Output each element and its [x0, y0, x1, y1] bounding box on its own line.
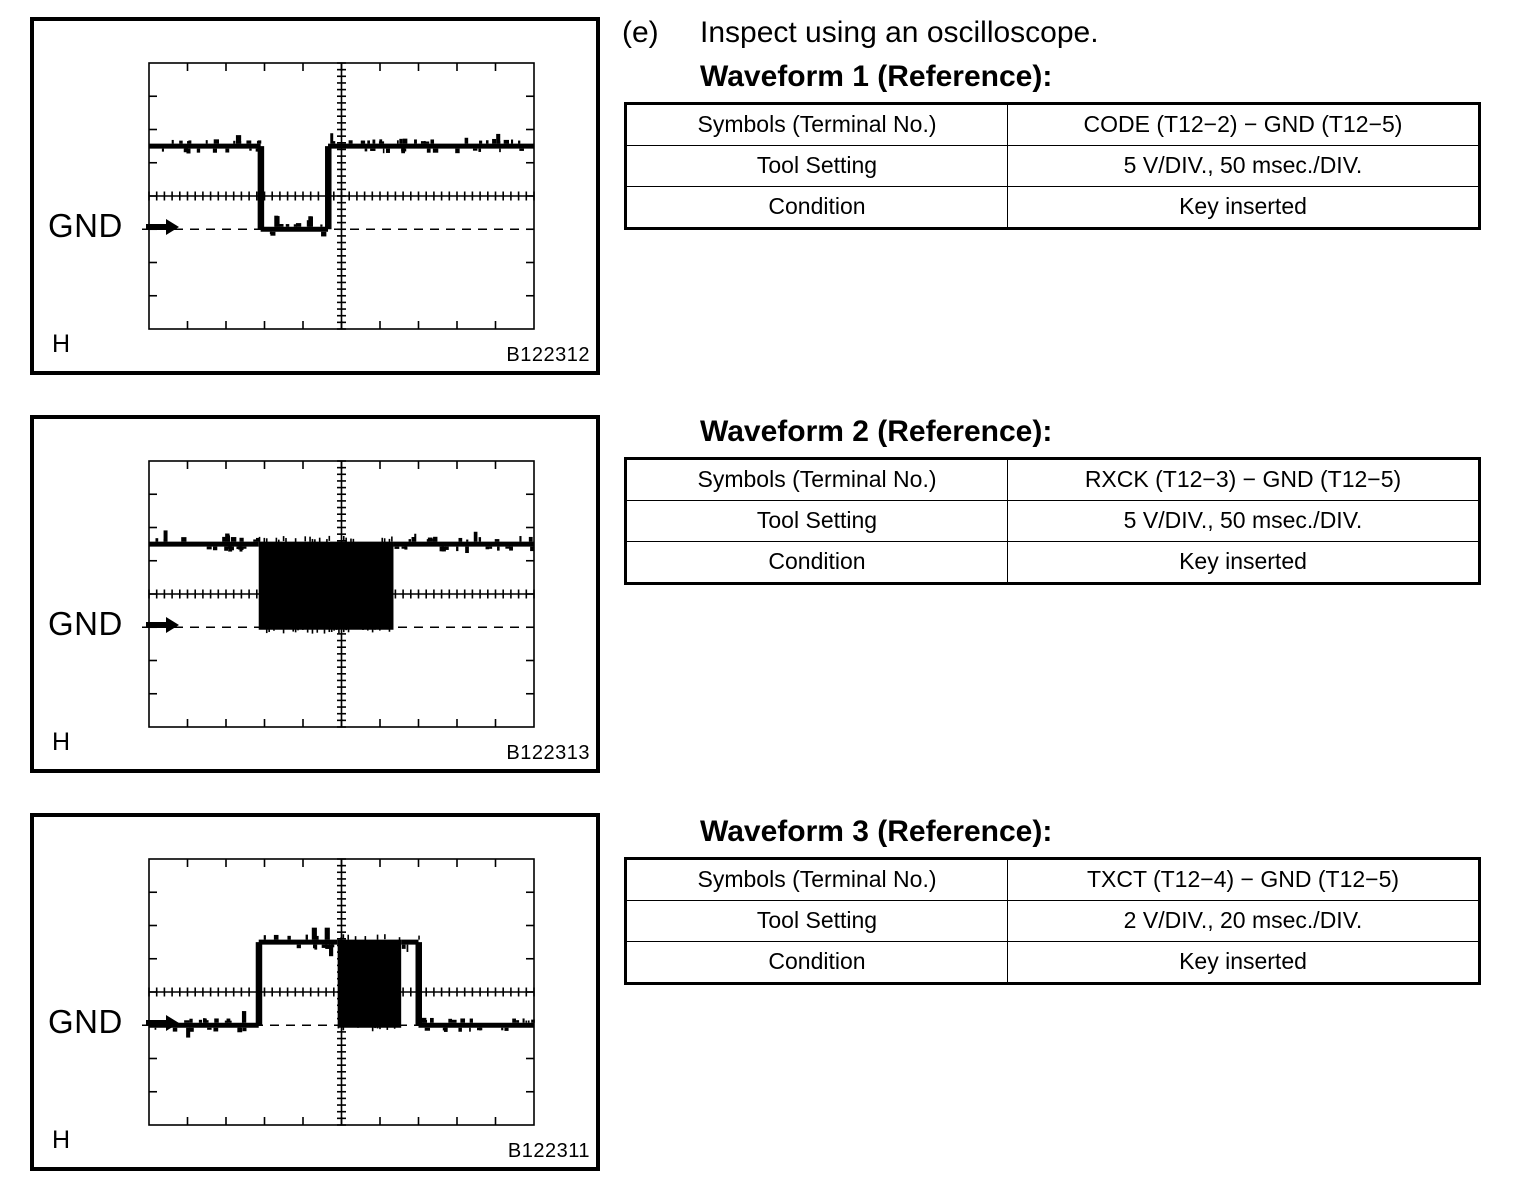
waveform-panel-2: GND H B122313	[30, 415, 600, 773]
h-marker-3: H	[52, 1126, 71, 1154]
h-marker-1: H	[52, 330, 71, 358]
image-code-2: B122313	[506, 742, 590, 764]
row-value: RXCK (T12−3) − GND (T12−5)	[1007, 458, 1480, 501]
step-letter: (e)	[622, 16, 659, 49]
waveform-panel-1: GND H B122312	[30, 17, 600, 375]
gnd-arrow-icon-1	[146, 219, 179, 235]
row-key: Condition	[625, 941, 1008, 984]
gnd-label-1: GND	[48, 207, 123, 244]
table-row: Tool Setting 2 V/DIV., 20 msec./DIV.	[625, 900, 1480, 942]
row-key: Tool Setting	[625, 900, 1008, 942]
gnd-arrow-icon-3	[146, 1015, 179, 1031]
waveform-panel-3: GND H B122311	[30, 813, 600, 1171]
image-code-1: B122312	[506, 344, 590, 366]
oscilloscope-screen-1	[142, 62, 535, 330]
table-row: Tool Setting 5 V/DIV., 50 msec./DIV.	[625, 500, 1480, 542]
image-code-3: B122311	[507, 1140, 590, 1162]
h-marker-2: H	[52, 728, 71, 756]
row-value: CODE (T12−2) − GND (T12−5)	[1007, 103, 1480, 146]
row-key: Condition	[625, 541, 1008, 584]
table-row: Symbols (Terminal No.) RXCK (T12−3) − GN…	[625, 458, 1480, 501]
gnd-label-2: GND	[48, 605, 123, 642]
row-value: Key inserted	[1007, 541, 1480, 584]
row-value: TXCT (T12−4) − GND (T12−5)	[1007, 858, 1480, 901]
row-key: Symbols (Terminal No.)	[625, 858, 1008, 901]
table-row: Condition Key inserted	[625, 541, 1480, 584]
step-text: Inspect using an oscilloscope.	[700, 16, 1099, 49]
table-row: Symbols (Terminal No.) TXCT (T12−4) − GN…	[625, 858, 1480, 901]
row-value: 5 V/DIV., 50 msec./DIV.	[1007, 145, 1480, 187]
row-value: Key inserted	[1007, 941, 1480, 984]
row-key: Symbols (Terminal No.)	[625, 103, 1008, 146]
waveform-1-heading: Waveform 1 (Reference):	[700, 60, 1053, 93]
table-row: Tool Setting 5 V/DIV., 50 msec./DIV.	[625, 145, 1480, 187]
oscilloscope-screen-3	[142, 858, 535, 1126]
row-value: 2 V/DIV., 20 msec./DIV.	[1007, 900, 1480, 942]
row-key: Symbols (Terminal No.)	[625, 458, 1008, 501]
table-row: Condition Key inserted	[625, 186, 1480, 229]
row-key: Condition	[625, 186, 1008, 229]
step-instruction: (e) Inspect using an oscilloscope.	[622, 18, 1482, 58]
gnd-arrow-icon-2	[146, 617, 179, 633]
row-value: 5 V/DIV., 50 msec./DIV.	[1007, 500, 1480, 542]
waveform-2-heading: Waveform 2 (Reference):	[700, 415, 1053, 448]
gnd-label-3: GND	[48, 1003, 123, 1040]
row-key: Tool Setting	[625, 500, 1008, 542]
row-value: Key inserted	[1007, 186, 1480, 229]
waveform-1-table: Symbols (Terminal No.) CODE (T12−2) − GN…	[624, 102, 1481, 230]
table-row: Condition Key inserted	[625, 941, 1480, 984]
table-row: Symbols (Terminal No.) CODE (T12−2) − GN…	[625, 103, 1480, 146]
waveform-3-table: Symbols (Terminal No.) TXCT (T12−4) − GN…	[624, 857, 1481, 985]
oscilloscope-screen-2	[142, 460, 535, 728]
waveform-2-table: Symbols (Terminal No.) RXCK (T12−3) − GN…	[624, 457, 1481, 585]
row-key: Tool Setting	[625, 145, 1008, 187]
waveform-3-heading: Waveform 3 (Reference):	[700, 815, 1053, 848]
